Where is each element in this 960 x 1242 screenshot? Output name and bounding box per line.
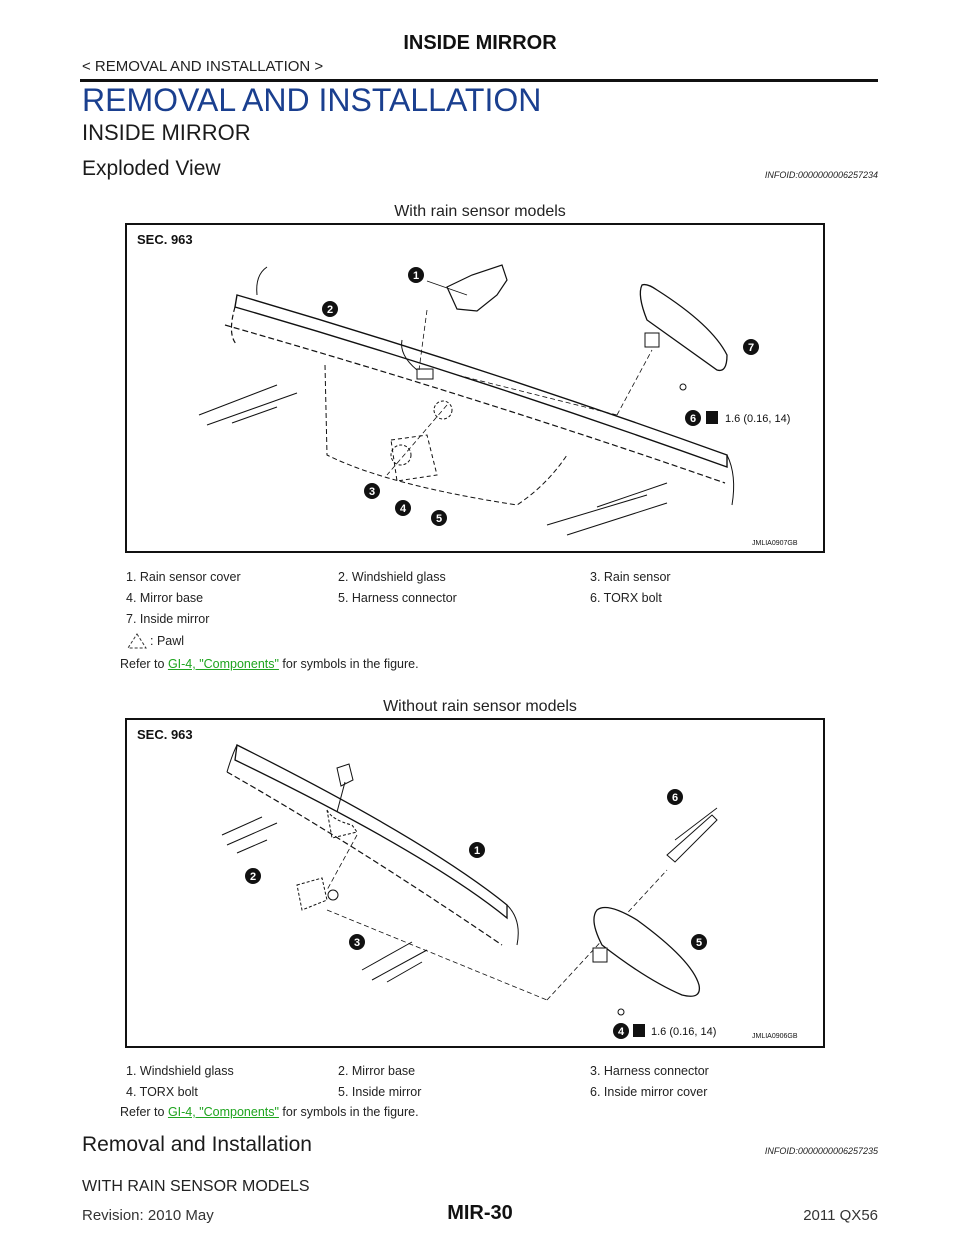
figure-caption: With rain sensor models (394, 203, 566, 220)
inside-mirror-shape (593, 906, 701, 997)
legend-item: 3. Rain sensor (590, 570, 671, 584)
footer-page-number: MIR-30 (447, 1202, 513, 1224)
breadcrumb: < REMOVAL AND INSTALLATION > (82, 58, 324, 75)
torque-spec: 1.6 (0.16, 14) (651, 1026, 716, 1038)
windshield-glass-shape (234, 294, 728, 468)
inside-mirror-shape (639, 283, 728, 372)
legend-item: 5. Inside mirror (338, 1085, 422, 1099)
callout-3: 3 (369, 486, 375, 498)
callout-1: 1 (474, 845, 480, 857)
legend-item: 1. Windshield glass (126, 1064, 234, 1078)
legend-item: 6. Inside mirror cover (590, 1085, 708, 1099)
refer-note: Refer to GI-4, "Components" for symbols … (120, 657, 419, 671)
callout-5: 5 (436, 513, 442, 525)
refer-note: Refer to GI-4, "Components" for symbols … (120, 1105, 419, 1119)
torque-spec: 1.6 (0.16, 14) (725, 413, 790, 425)
legend-item: 5. Harness connector (338, 591, 457, 605)
gi-4-components-link[interactable]: GI-4, "Components" (167, 1105, 279, 1119)
sec-label: SEC. 963 (137, 232, 193, 247)
diagram-without-rain-sensor: SEC. 963 1 2 (137, 727, 798, 1040)
figure-code: JMLIA0906GB (752, 1033, 798, 1040)
exploded-view-figure-without-sensor: SEC. 963 1 2 (125, 718, 825, 1048)
gi-4-components-link[interactable]: GI-4, "Components" (167, 657, 279, 671)
legend-item: 2. Mirror base (338, 1064, 416, 1078)
pawl-label: : Pawl (150, 634, 185, 648)
section-subtitle: INSIDE MIRROR (82, 120, 251, 145)
legend-item: 4. Mirror base (126, 591, 204, 605)
info-id: INFOID:0000000006257234 (764, 170, 878, 180)
subheading: WITH RAIN SENSOR MODELS (82, 1178, 310, 1195)
footer-revision: Revision: 2010 May (82, 1207, 214, 1224)
callout-6: 6 (690, 413, 696, 425)
callout-2: 2 (327, 304, 333, 316)
pawl-icon (126, 632, 148, 650)
legend-item: 7. Inside mirror (126, 612, 210, 626)
exploded-view-figure-with-sensor: SEC. 963 (125, 223, 825, 553)
legend-item: 6. TORX bolt (590, 591, 662, 605)
windshield-glass-shape (234, 744, 508, 920)
diagram-with-rain-sensor: SEC. 963 (137, 232, 798, 547)
callout-3: 3 (354, 937, 360, 949)
section-title: REMOVAL AND INSTALLATION (82, 82, 542, 118)
callout-4: 4 (400, 503, 407, 515)
legend-item: 2. Windshield glass (338, 570, 446, 584)
legend-item: 3. Harness connector (590, 1064, 709, 1078)
legend-item: 1. Rain sensor cover (126, 570, 241, 584)
rain-sensor-cover (446, 264, 508, 312)
figure-caption: Without rain sensor models (383, 698, 577, 715)
page-header-title: INSIDE MIRROR (403, 32, 557, 54)
header-rule (80, 79, 878, 82)
figure-code: JMLIA0907GB (752, 540, 798, 547)
callout-7: 7 (748, 342, 754, 354)
removal-heading: Removal and Installation (82, 1133, 312, 1156)
callout-1: 1 (413, 270, 419, 282)
footer-model: 2011 QX56 (803, 1207, 878, 1224)
info-id: INFOID:0000000006257235 (764, 1146, 878, 1156)
sec-label: SEC. 963 (137, 727, 193, 742)
callout-6: 6 (672, 792, 678, 804)
legend-item: 4. TORX bolt (126, 1085, 198, 1099)
callout-2: 2 (250, 871, 256, 883)
callout-4: 4 (618, 1026, 625, 1038)
callout-5: 5 (696, 937, 702, 949)
exploded-view-heading: Exploded View (82, 157, 221, 180)
